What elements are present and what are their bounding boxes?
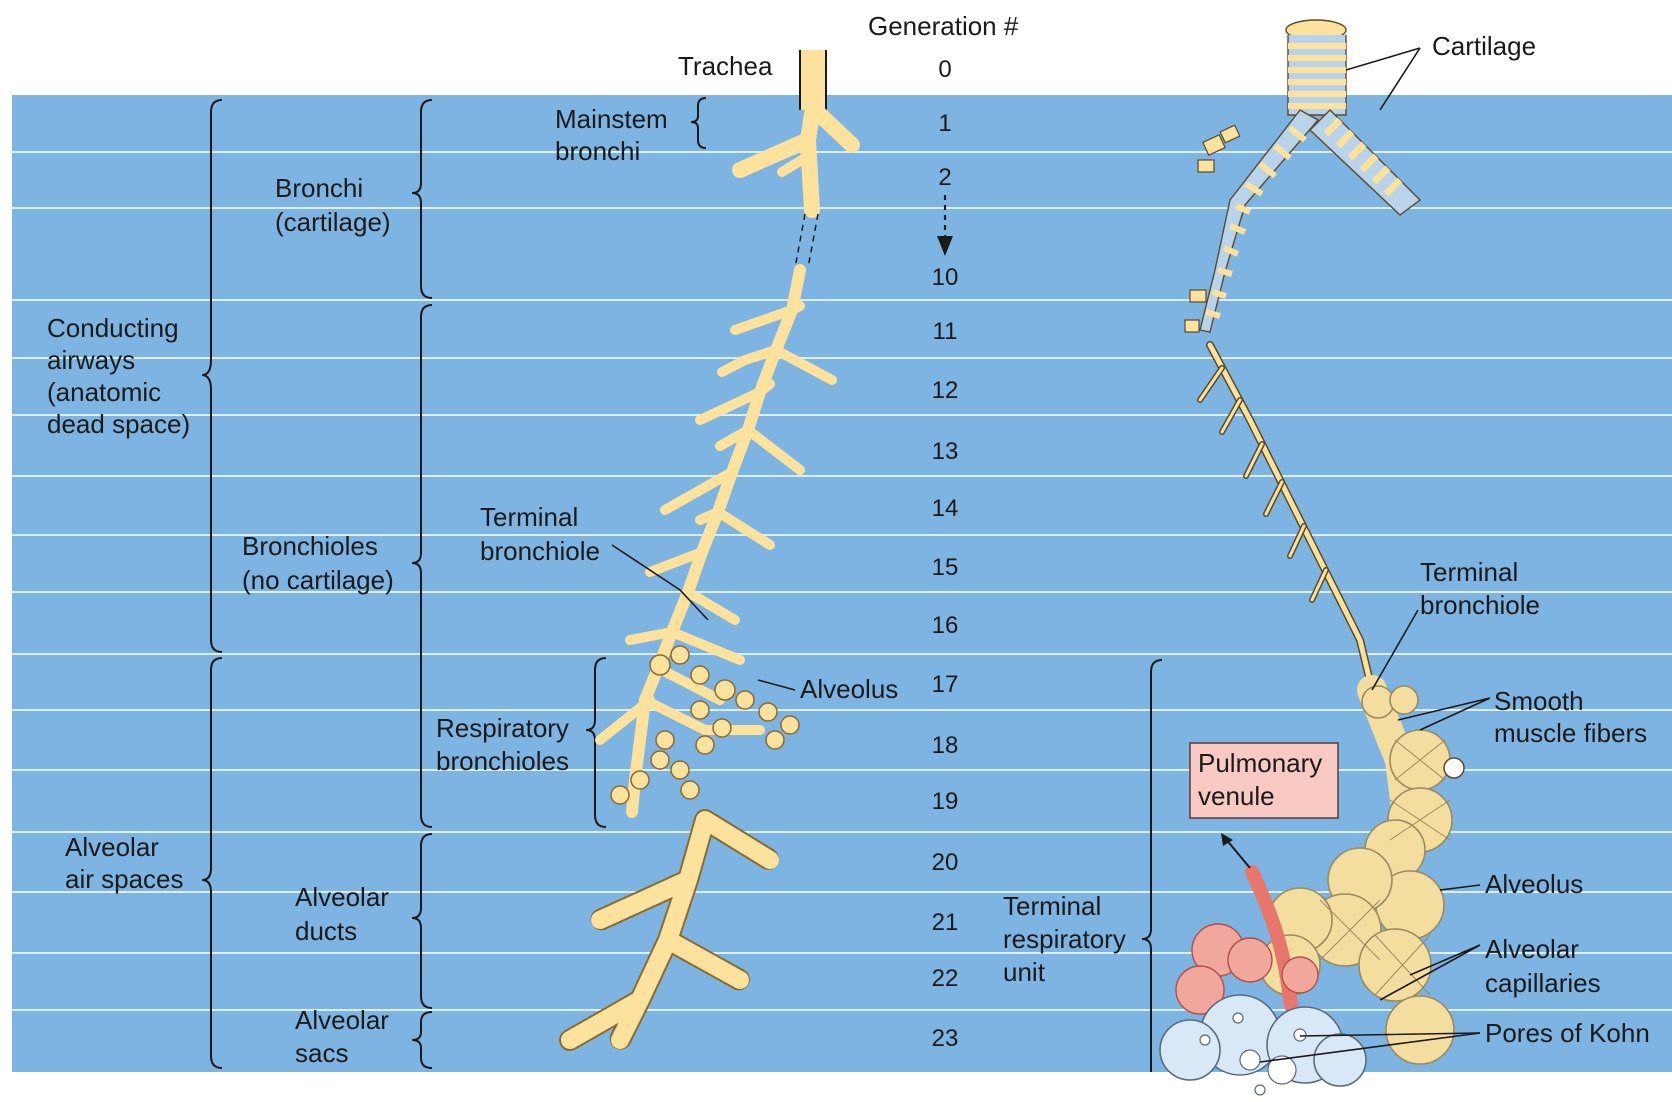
trachea-label: Trachea (678, 51, 773, 81)
gen-number: 15 (932, 554, 959, 581)
cartilage-label: Cartilage (1432, 31, 1536, 61)
pores-of-kohn-label: Pores of Kohn (1485, 1018, 1650, 1048)
gen-number: 2 (938, 164, 951, 191)
gen-number: 12 (932, 377, 959, 404)
gen-number: 10 (932, 264, 959, 291)
gen-number: 14 (932, 495, 959, 522)
gen-number: 20 (932, 849, 959, 876)
gen-number: 1 (938, 110, 951, 137)
gen-number: 17 (932, 671, 959, 698)
gen-number: 18 (932, 732, 959, 759)
gen-number: 0 (938, 56, 951, 83)
alveolus-label-left: Alveolus (800, 674, 898, 704)
gen-number: 19 (932, 788, 959, 815)
gen-number: 16 (932, 612, 959, 639)
gen-number: 21 (932, 909, 959, 936)
generation-header: Generation # (868, 11, 1019, 41)
alveolus-label-right: Alveolus (1485, 869, 1583, 899)
gen-number: 23 (932, 1025, 959, 1052)
gen-number: 11 (933, 318, 958, 345)
gen-number: 22 (932, 965, 959, 992)
gen-number: 13 (932, 438, 959, 465)
